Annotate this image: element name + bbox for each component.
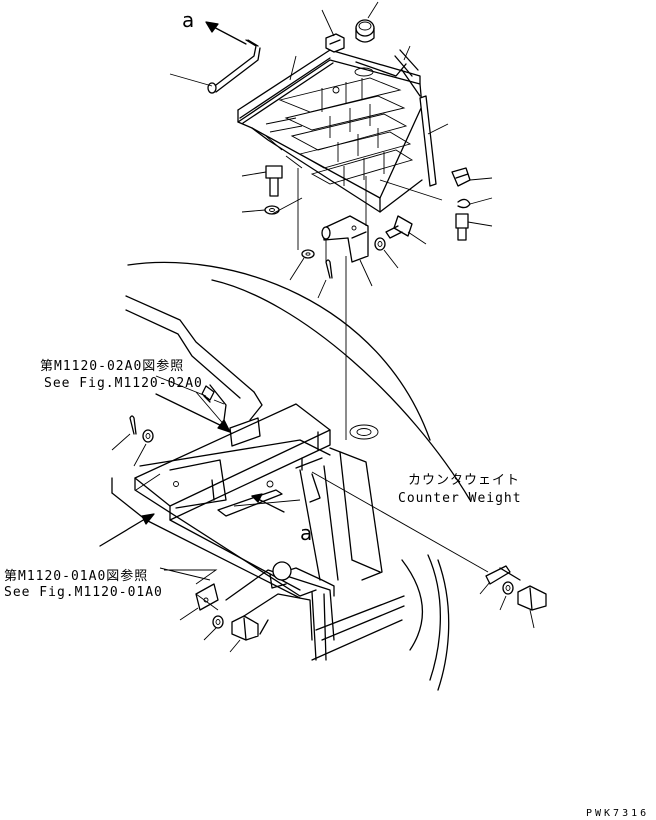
washer-icon: [374, 237, 386, 251]
washer-icon: [212, 615, 224, 629]
view-marker-bottom: a: [300, 521, 312, 545]
clip-icon: [325, 33, 345, 53]
bolt-icon: [385, 215, 413, 239]
counterweight-jp: カウンタウェイト: [408, 473, 520, 488]
arrow-icon: [309, 473, 321, 503]
cotter-pin-icon: [325, 259, 333, 279]
washer-icon: [142, 429, 154, 443]
view-marker-top: a: [182, 8, 194, 32]
washer-icon: [457, 198, 471, 209]
clip-icon: [485, 565, 521, 585]
clip-icon: [195, 583, 219, 611]
clip-icon: [451, 167, 471, 187]
bolt-icon: [455, 213, 469, 241]
arrow-icon: [99, 513, 155, 547]
ref-lower-en: See Fig.M1120-01A0: [4, 585, 163, 600]
ref-lower-jp: 第M1120-01A0図参照: [4, 568, 148, 584]
bolt-icon: [265, 165, 283, 197]
assembly-guide-lines: [135, 168, 489, 611]
washer-icon: [264, 205, 280, 215]
leader-lines: [111, 1, 535, 653]
rod-handle: [207, 39, 261, 94]
cover-plate: [237, 19, 423, 213]
cotter-pin-icon: [129, 415, 137, 435]
ref-upper-en: See Fig.M1120-02A0: [44, 376, 203, 391]
counterweight-en: Counter Weight: [398, 491, 522, 506]
bolt-icon: [231, 615, 259, 641]
frame-structure: [111, 295, 405, 661]
drawing-code: PWK7316: [586, 808, 649, 819]
arrow-icon: [205, 21, 247, 45]
machine-body-outline: [127, 261, 471, 691]
arrow-icon: [251, 493, 285, 513]
arrow-icon: [155, 393, 231, 433]
ref-upper-jp: 第M1120-02A0図参照: [40, 358, 184, 374]
washer-icon: [502, 581, 514, 595]
bolt-icon: [517, 585, 547, 611]
hinge-bracket: [321, 215, 369, 263]
fasteners: [129, 33, 547, 641]
washer-icon: [301, 249, 315, 259]
diagram-labels: a a 第M1120-02A0図参照 See Fig.M1120-02A0 第M…: [4, 8, 649, 819]
